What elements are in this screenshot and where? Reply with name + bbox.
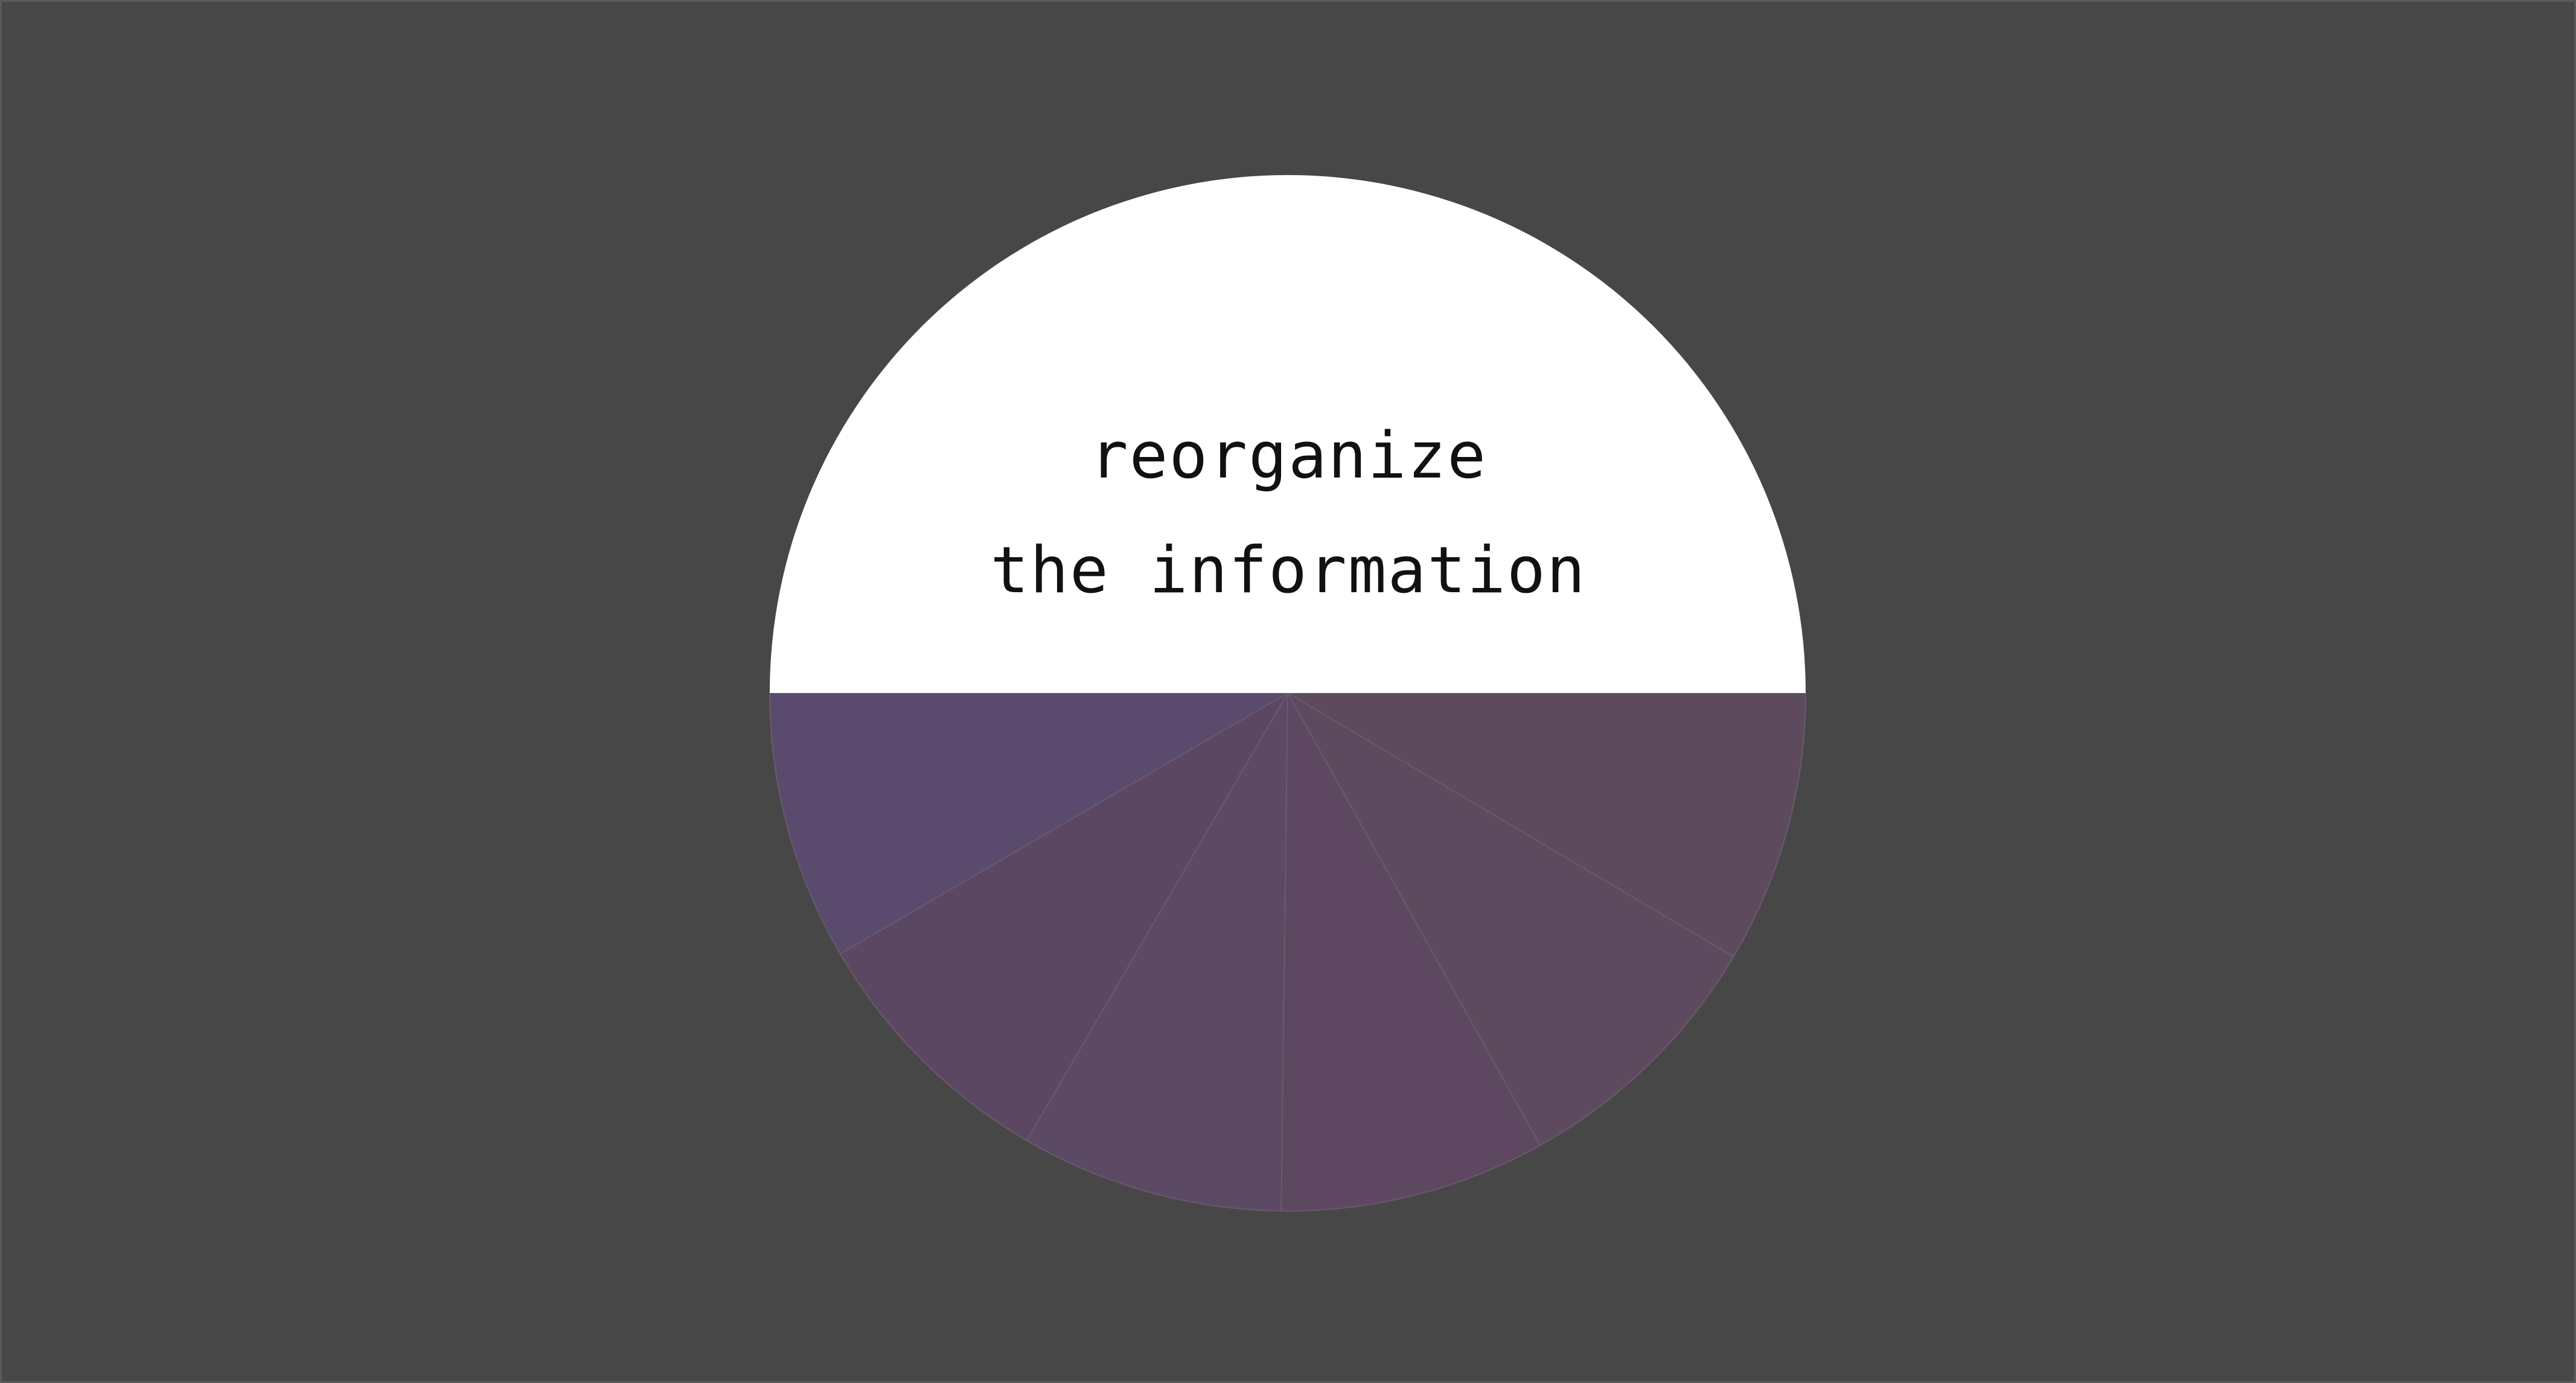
label-line-1: reorganize	[1089, 418, 1488, 493]
pie-slices	[769, 175, 1807, 1212]
pie-slice-3	[1280, 691, 1541, 1212]
pie-slice-2	[1286, 691, 1734, 1146]
pie-slice-1	[1285, 692, 1807, 958]
center-label: reorganize the information	[986, 398, 1590, 628]
pie-slice-5	[839, 691, 1290, 1142]
pie-slice-4	[1026, 691, 1289, 1212]
label-line-2: the information	[990, 533, 1587, 607]
pie-slice-6	[769, 692, 1290, 955]
pie-slice-7	[770, 175, 1806, 693]
